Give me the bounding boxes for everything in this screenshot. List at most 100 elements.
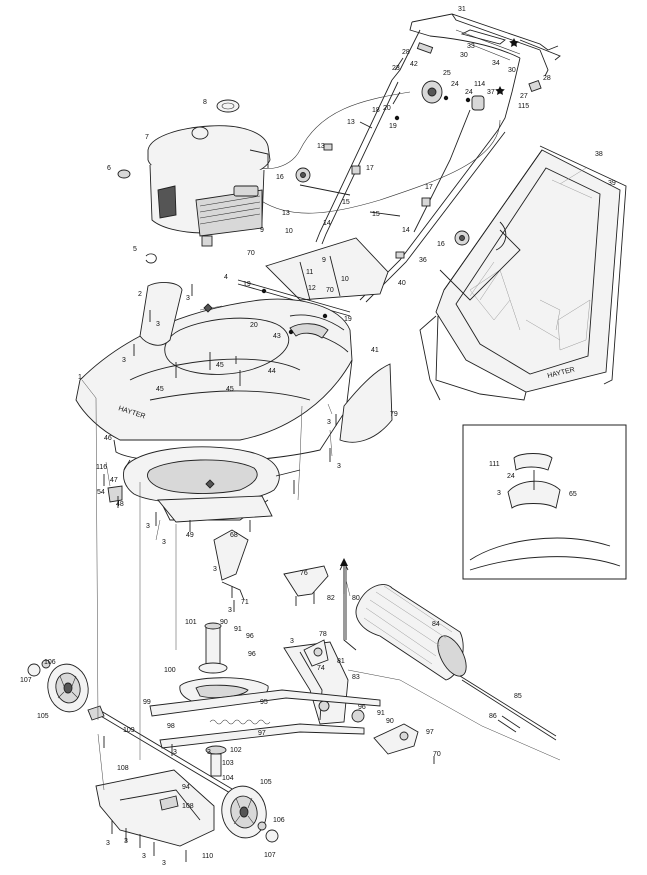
callout-91: 91 [377,710,385,717]
tension-spring [209,719,271,725]
right-side-cover [339,363,393,443]
callout-45: 45 [226,386,234,393]
callout-33: 33 [467,43,475,50]
callout-10: 10 [285,228,293,235]
callout-36: 36 [419,257,427,264]
wheel-caps [27,659,279,843]
callout-94: 94 [182,784,190,791]
callout-45: 45 [216,362,224,369]
callout-105: 105 [260,779,272,786]
callout-3: 3 [156,321,160,328]
callout-3: 3 [327,419,331,426]
callout-3: 3 [497,490,501,497]
callout-107: 107 [20,677,32,684]
callout-15: 15 [372,211,380,218]
oil-cap [117,169,131,179]
callout-15: 15 [342,199,350,206]
star-symbols [495,38,519,96]
lower-handle-left [315,79,399,245]
callout-38: 38 [595,151,603,158]
callout-9: 9 [260,227,264,234]
callout-106: 106 [273,817,285,824]
callout-3: 3 [106,840,110,847]
callout-70: 70 [433,751,441,758]
callout-110: 110 [202,853,213,860]
callout-104: 104 [222,775,234,782]
callout-116: 116 [96,464,107,471]
callout-23: 23 [392,65,400,72]
callout-3: 3 [162,539,166,546]
callout-90: 90 [386,718,394,725]
roller-axle [459,675,557,741]
callout-96: 96 [246,633,254,640]
height-adjust-lever [303,639,329,667]
callout-4: 4 [224,274,228,281]
callout-85: 85 [514,693,522,700]
callout-3: 3 [290,638,294,645]
callout-30: 30 [460,52,468,59]
callout-115: 115 [518,103,529,110]
callout-54: 54 [97,489,105,496]
arrow-indicator [340,558,348,594]
callout-19: 19 [243,281,251,288]
callout-14: 14 [323,220,331,227]
callout-83: 83 [352,674,360,681]
callout-46: 46 [104,435,112,442]
callout-109: 109 [123,727,135,734]
callout-13: 13 [282,210,290,217]
callout-30: 30 [508,67,516,74]
callout-10: 10 [341,276,349,283]
callout-47: 47 [110,477,118,484]
callout-34: 34 [492,60,500,67]
callout-65: 65 [569,491,577,498]
callout-79: 79 [390,411,398,418]
grass-box-frame [419,145,627,401]
callout-74: 74 [317,665,325,672]
handle-knobs [295,167,470,246]
callout-102: 102 [230,747,242,754]
callout-labels: 31 33 28 30 34 42 23 25 30 28 24 114 27 … [20,6,616,867]
callout-13: 13 [347,119,355,126]
drive-pulley [205,745,227,777]
rear-flap [265,237,389,301]
callout-44: 44 [268,368,276,375]
dot-symbols [261,95,471,335]
callout-20: 20 [383,105,391,112]
callout-70: 70 [247,250,255,257]
callout-19: 19 [389,123,397,130]
callout-5: 5 [133,246,137,253]
left-rear-cover [139,282,183,346]
callout-98: 98 [167,723,175,730]
callout-16: 16 [276,174,284,181]
rear-roller [355,584,467,681]
callout-19: 19 [344,316,352,323]
callout-3: 3 [162,860,166,867]
callout-78: 78 [319,631,327,638]
engine [147,125,271,247]
callout-12: 12 [308,285,316,292]
callout-41: 41 [371,347,379,354]
engine-spacer [145,253,157,264]
callout-45: 45 [156,386,164,393]
callout-24: 24 [465,89,473,96]
callout-86: 86 [489,713,497,720]
callout-91: 91 [234,626,242,633]
callout-28: 28 [543,75,551,82]
handle-pivot-bracket [421,79,542,111]
callout-3: 3 [213,566,217,573]
detail-inset [462,424,627,580]
callout-25: 25 [443,70,451,77]
callout-16: 16 [437,241,445,248]
callout-13: 13 [317,143,325,150]
callout-76: 76 [300,570,308,577]
callout-7: 7 [145,134,149,141]
callout-97: 97 [426,729,434,736]
callout-108: 108 [182,803,194,810]
callout-3: 3 [337,463,341,470]
callout-103: 103 [222,760,234,767]
callout-3: 3 [122,357,126,364]
callout-71: 71 [241,599,249,606]
callout-37: 37 [487,89,495,96]
control-bail-lever [416,29,506,54]
callout-17: 17 [425,184,433,191]
